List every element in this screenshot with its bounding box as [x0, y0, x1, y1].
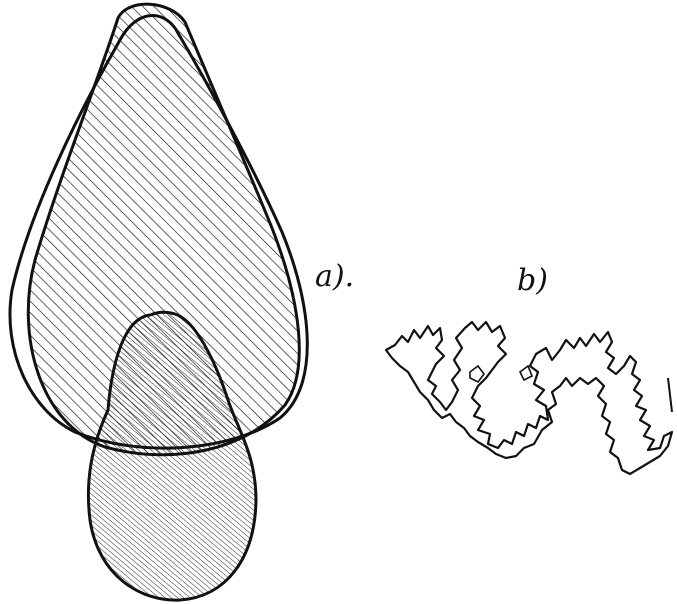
label-b: b) [517, 263, 548, 298]
edge-tick [668, 378, 672, 412]
serrated-detail [470, 366, 532, 382]
label-a: a). [315, 259, 354, 294]
serrated-outline [386, 322, 672, 474]
